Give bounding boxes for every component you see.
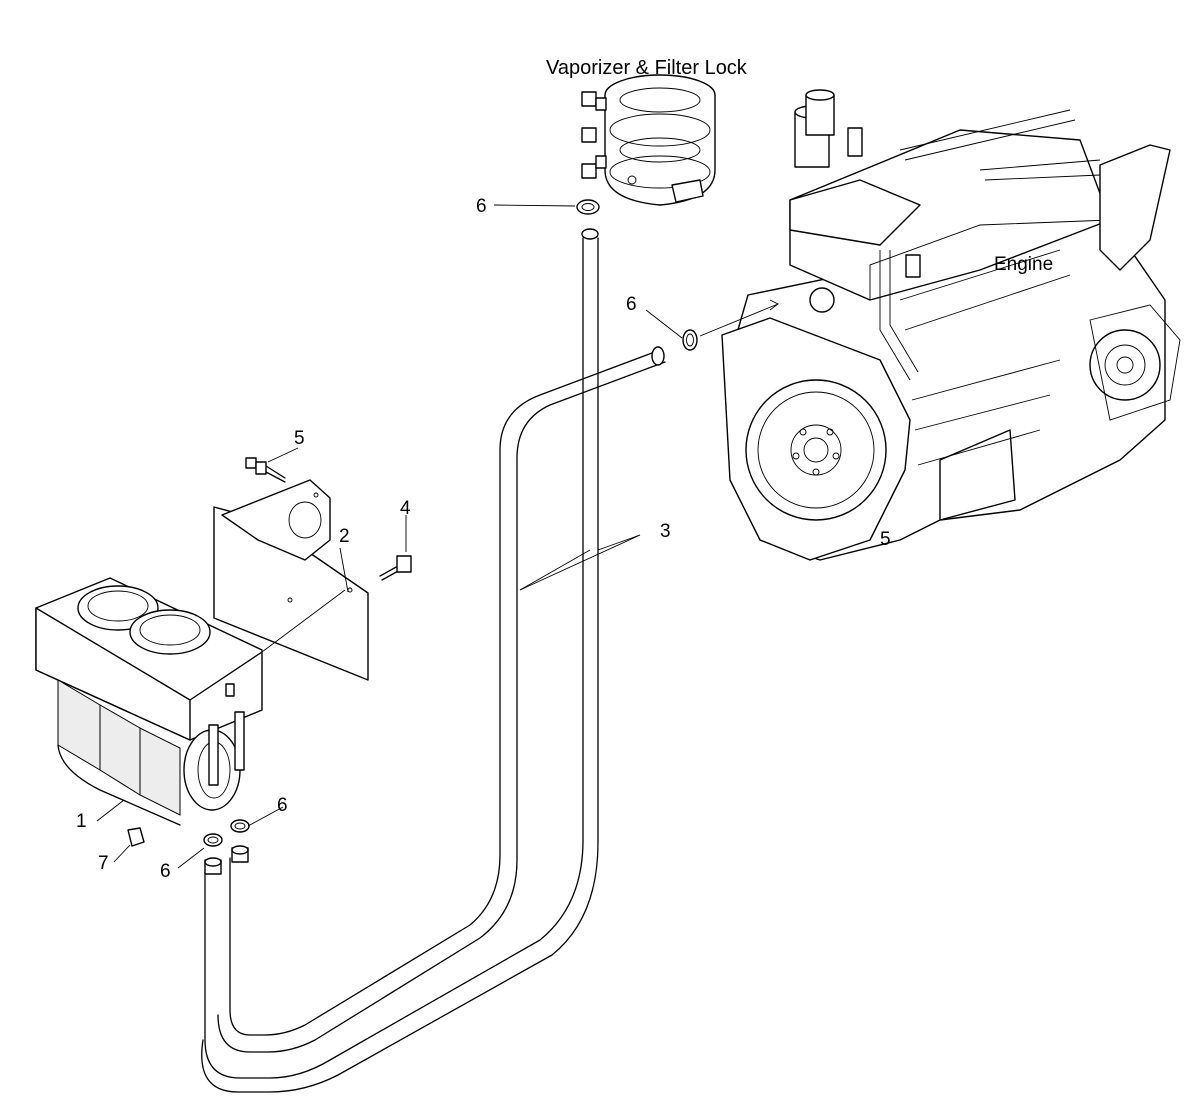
- vaporizer-assembly: [581, 74, 716, 206]
- callout-5-engine: 5: [880, 529, 891, 550]
- mounting-plate: [213, 479, 369, 681]
- callout-6-heater-left: 6: [160, 861, 171, 882]
- heater-core: [35, 577, 263, 847]
- callout-6-engine: 6: [626, 294, 637, 315]
- callout-1: 1: [76, 811, 87, 832]
- callout-6-heater-right: 6: [277, 795, 288, 816]
- engine: [721, 89, 1181, 561]
- bolt: [379, 555, 412, 581]
- callout-2: 2: [339, 526, 350, 547]
- callout-6-vaporizer: 6: [476, 196, 487, 217]
- vaporizer-label: Vaporizer & Filter Lock: [546, 57, 748, 79]
- callout-5-screw: 5: [294, 428, 305, 449]
- hose-clamps: [203, 199, 698, 847]
- callout-7: 7: [98, 853, 109, 874]
- callout-4: 4: [400, 498, 411, 519]
- engine-label: Engine: [994, 254, 1053, 275]
- screw: [245, 457, 286, 483]
- callout-3: 3: [660, 521, 671, 542]
- coolant-hose-assembly: [201, 228, 666, 1093]
- leader-lines: [96, 204, 779, 869]
